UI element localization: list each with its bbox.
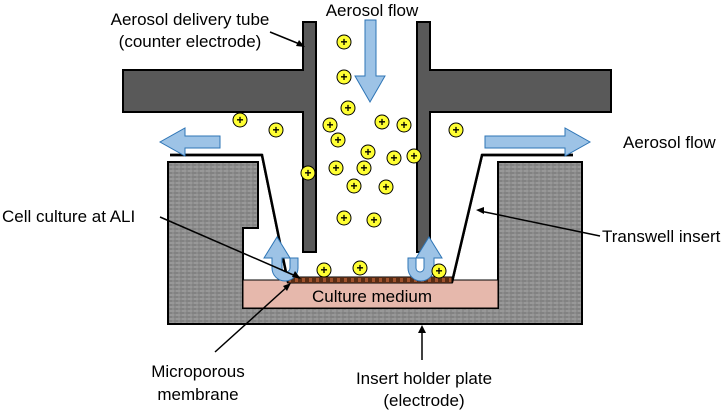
culture-medium [242, 279, 499, 309]
particle-1: + [336, 34, 352, 50]
leader-membrane-head [283, 283, 291, 291]
svg-text:+: + [332, 161, 339, 175]
cell [403, 278, 407, 282]
svg-text:+: + [370, 213, 377, 227]
cell [347, 278, 351, 282]
svg-text:+: + [435, 264, 442, 278]
svg-text:+: + [390, 151, 397, 165]
label-transwell: Transwell insert [602, 227, 721, 246]
svg-text:+: + [326, 118, 333, 132]
cell [333, 278, 337, 282]
particle-20: + [300, 165, 316, 181]
svg-text:+: + [364, 145, 371, 159]
svg-text:+: + [304, 166, 311, 180]
cell [382, 278, 386, 282]
leader-holder-head [418, 325, 426, 333]
label-culture-medium: Culture medium [312, 287, 432, 306]
svg-text:+: + [410, 149, 417, 163]
svg-text:+: + [334, 133, 341, 147]
particle-9: + [386, 150, 402, 166]
particle-5: + [374, 114, 390, 130]
particle-18: + [268, 122, 284, 138]
leader-transwell-head [476, 207, 484, 214]
leader-membrane [214, 285, 289, 353]
leader-cell-culture-head [292, 271, 301, 279]
arrow-right-flow [484, 127, 592, 157]
cell [361, 278, 365, 282]
cell [445, 278, 449, 282]
svg-text:+: + [340, 70, 347, 84]
delivery-tube-left [122, 21, 317, 253]
cell [438, 278, 442, 282]
label-aerosol-flow-top: Aerosol flow [326, 1, 419, 20]
particle-11: + [356, 160, 372, 176]
particle-3: + [340, 100, 356, 116]
svg-text:+: + [344, 101, 351, 115]
svg-text:+: + [320, 263, 327, 277]
svg-text:+: + [340, 211, 347, 225]
particle-7: + [330, 132, 346, 148]
cell [389, 278, 393, 282]
leader-transwell [479, 210, 601, 237]
svg-text:+: + [382, 180, 389, 194]
leader-delivery-tube [269, 31, 303, 46]
particle-14: + [378, 179, 394, 195]
label-holder-1: Insert holder plate [356, 369, 492, 388]
particle-12: + [406, 148, 422, 164]
svg-text:+: + [350, 179, 357, 193]
cell [305, 278, 309, 282]
cell [431, 278, 435, 282]
arrow-uturn-left [263, 236, 299, 282]
label-holder-2: (electrode) [383, 391, 464, 410]
svg-text:+: + [356, 261, 363, 275]
cell [291, 278, 295, 282]
svg-text:+: + [360, 161, 367, 175]
cell [312, 278, 316, 282]
particle-13: + [346, 178, 362, 194]
aerosol-particles: +++++++++++++++++++++++ [232, 34, 464, 279]
label-delivery-tube-2: (counter electrode) [119, 32, 262, 51]
particle-10: + [328, 160, 344, 176]
leader-delivery-tube-head [296, 40, 305, 47]
particle-16: + [366, 212, 382, 228]
particle-19: + [448, 122, 464, 138]
svg-text:+: + [400, 118, 407, 132]
particle-23: + [431, 263, 447, 279]
cell [368, 278, 372, 282]
cell [354, 278, 358, 282]
svg-text:+: + [452, 123, 459, 137]
flow-arrows [158, 19, 592, 282]
particle-4: + [322, 117, 338, 133]
svg-text:+: + [272, 123, 279, 137]
cell [410, 278, 414, 282]
svg-text:+: + [236, 113, 243, 127]
cell [340, 278, 344, 282]
label-delivery-tube-1: Aerosol delivery tube [111, 10, 270, 29]
svg-text:+: + [340, 35, 347, 49]
particle-22: + [352, 260, 368, 276]
cell [319, 278, 323, 282]
arrow-left-flow [158, 127, 221, 157]
label-membrane-2: membrane [157, 385, 238, 404]
particle-6: + [396, 117, 412, 133]
particle-8: + [360, 144, 376, 160]
particle-17: + [232, 112, 248, 128]
label-aerosol-flow-right: Aerosol flow [623, 133, 716, 152]
label-cell-culture: Cell culture at ALI [2, 207, 135, 226]
transwell-wall-left [260, 154, 290, 283]
particle-21: + [316, 262, 332, 278]
particle-2: + [336, 69, 352, 85]
cell [326, 278, 330, 282]
cell [298, 278, 302, 282]
transwell-wall-right [450, 154, 484, 283]
cell [396, 278, 400, 282]
arrow-down-flow [354, 19, 386, 104]
label-membrane-1: Microporous [151, 362, 245, 381]
particle-15: + [336, 210, 352, 226]
leader-cell-culture [159, 216, 299, 278]
cell [375, 278, 379, 282]
svg-text:+: + [378, 115, 385, 129]
